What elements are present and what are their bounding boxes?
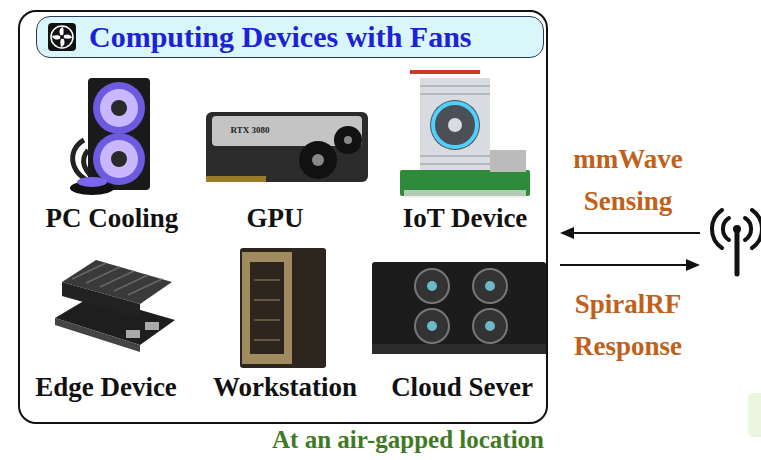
signal-arrows [560,227,700,271]
fan-icon [47,22,77,52]
workstation-picture [240,248,326,368]
device-label: Workstation [213,371,357,403]
pc-cooling-picture [70,78,150,195]
device-label: Edge Device [35,371,177,403]
signal-label: SpiralRF Response [548,283,708,367]
header-band: Computing Devices with Fans [36,16,544,58]
edge-device-picture [55,260,175,352]
location-caption: At an air-gapped location [272,426,544,454]
header-title: Computing Devices with Fans [89,20,472,54]
antenna-symbol [712,210,761,274]
iot-device-picture [400,72,530,198]
device-label: IoT Device [403,202,528,234]
gpu-picture [206,112,368,182]
cloud-server-picture [372,262,546,354]
device-label: Cloud Sever [391,371,533,403]
signal-label: mmWave Sensing [548,138,708,222]
green-fragment [748,393,761,437]
device-label: PC Cooling [46,202,179,234]
device-label: GPU [247,202,304,234]
card-print: RTX 3080 [231,124,270,136]
